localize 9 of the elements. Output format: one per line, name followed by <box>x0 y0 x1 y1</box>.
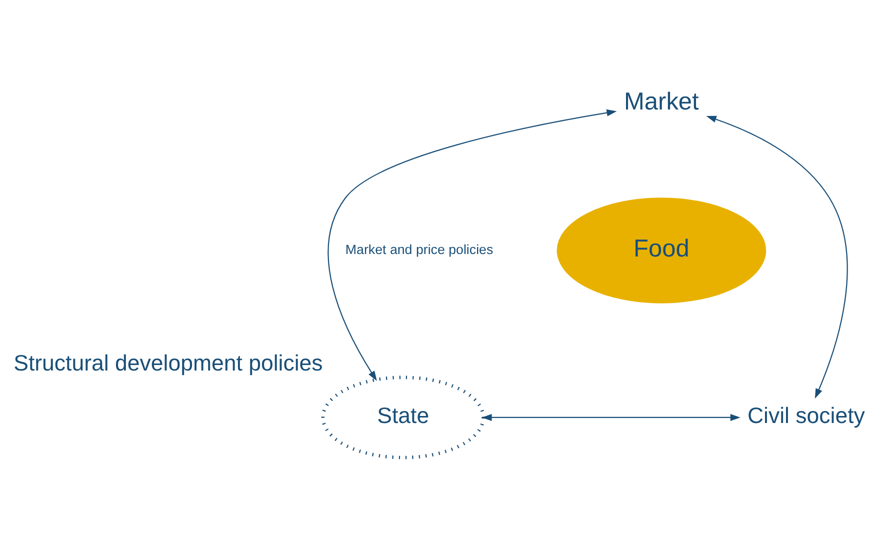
node-text: Market <box>624 88 699 116</box>
edge-label: Market and price policies <box>345 241 494 256</box>
arrow <box>482 413 740 420</box>
arrow <box>328 108 617 380</box>
node-text: Civil society <box>747 402 865 428</box>
node-ellipse: Food <box>556 197 766 303</box>
node-ellipse: State <box>321 375 485 459</box>
node-label: Structural development policies <box>14 350 323 376</box>
arrow <box>706 115 848 398</box>
